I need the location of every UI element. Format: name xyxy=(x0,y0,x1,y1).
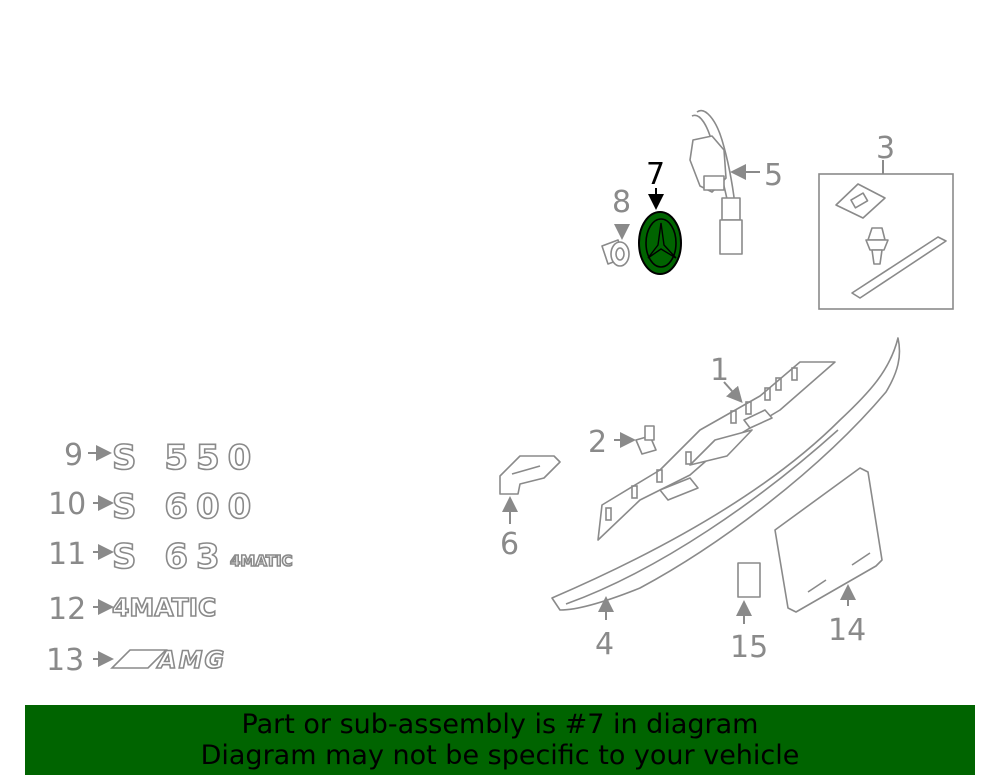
badge-13-amg: AMG xyxy=(156,646,226,674)
callout-3: 3 xyxy=(876,131,895,166)
info-banner: Part or sub-assembly is #7 in diagram Di… xyxy=(25,705,975,775)
part-1-trim-panel xyxy=(597,361,836,541)
leader-arrows xyxy=(88,160,884,667)
part-7-star-emblem[interactable] xyxy=(638,211,682,275)
part-14-plate-bracket xyxy=(774,467,883,613)
badge-12-4matic: 4MATIC xyxy=(112,593,216,622)
callout-7: 7 xyxy=(646,157,665,192)
part-5-harness xyxy=(689,109,743,255)
part-8-rivet xyxy=(601,239,630,267)
callout-1: 1 xyxy=(710,353,729,388)
callout-9: 9 xyxy=(64,438,83,473)
callout-6: 6 xyxy=(500,527,519,562)
callout-13: 13 xyxy=(46,643,84,678)
callout-5: 5 xyxy=(764,158,783,193)
callout-11: 11 xyxy=(48,537,86,572)
callout-8: 8 xyxy=(612,185,631,220)
part-4-trim-strip xyxy=(551,337,901,611)
badge-9-s550: S 550 xyxy=(112,438,259,478)
callout-10: 10 xyxy=(48,487,86,522)
part-15-pad xyxy=(737,562,761,598)
badge-10-s600: S 600 xyxy=(112,487,259,527)
callout-4: 4 xyxy=(595,627,614,662)
part-6-bracket xyxy=(499,455,561,495)
badge-11-s63: S 63 xyxy=(112,537,228,577)
banner-line-1: Part or sub-assembly is #7 in diagram xyxy=(241,709,759,740)
part-2-bolt xyxy=(635,425,657,455)
callout-2: 2 xyxy=(588,425,607,460)
callout-15: 15 xyxy=(730,630,768,665)
callout-14: 14 xyxy=(828,613,866,648)
banner-line-2: Diagram may not be specific to your vehi… xyxy=(200,740,800,771)
badge-11-4matic: 4MATIC xyxy=(230,552,293,570)
badge-13-amg-stripe xyxy=(110,649,168,669)
callout-12: 12 xyxy=(48,592,86,627)
part-3-clip-kit xyxy=(818,173,954,310)
